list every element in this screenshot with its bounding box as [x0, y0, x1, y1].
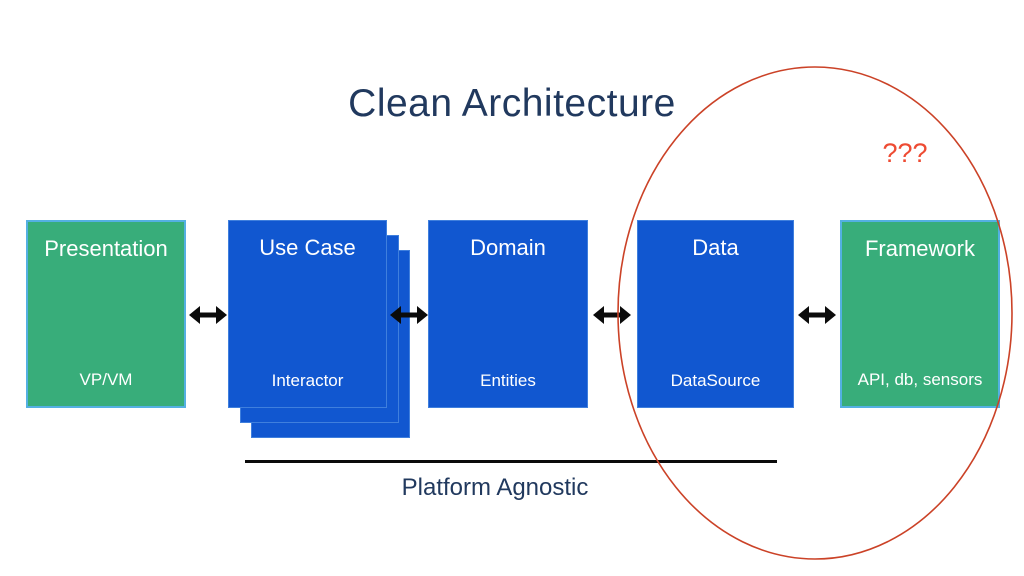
box-use-case-title: Use Case — [259, 235, 356, 260]
box-framework: Framework API, db, sensors — [840, 220, 1000, 408]
box-domain: Domain Entities — [428, 220, 588, 408]
box-presentation: Presentation VP/VM — [26, 220, 186, 408]
box-framework-subtitle: API, db, sensors — [857, 370, 983, 389]
box-framework-title: Framework — [864, 236, 975, 261]
double-arrow-icon — [189, 306, 227, 324]
question-marks-label: ??? — [882, 138, 928, 168]
double-arrow-icon — [390, 306, 428, 324]
platform-agnostic-line — [245, 460, 777, 463]
slide-title: Clean Architecture — [348, 82, 676, 125]
box-data: Data DataSource — [637, 220, 794, 408]
box-presentation-subtitle: VP/VM — [79, 370, 133, 389]
box-domain-title: Domain — [470, 235, 546, 260]
box-data-title: Data — [692, 235, 739, 260]
box-data-subtitle: DataSource — [670, 371, 761, 390]
box-domain-subtitle: Entities — [480, 371, 536, 390]
box-presentation-title: Presentation — [44, 236, 168, 261]
box-use-case: Use Case Interactor — [228, 220, 387, 408]
double-arrow-icon — [798, 306, 836, 324]
double-arrow-icon — [593, 306, 631, 324]
platform-agnostic-label: Platform Agnostic — [401, 474, 589, 501]
box-use-case-subtitle: Interactor — [271, 371, 344, 390]
